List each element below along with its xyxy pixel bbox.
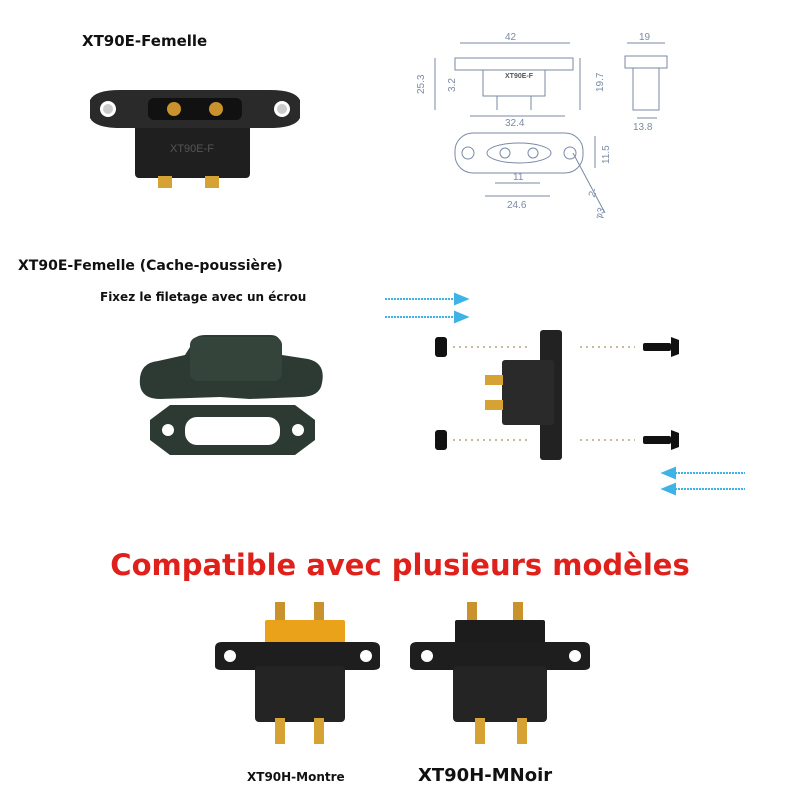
dim-height-total: 25.3 <box>416 74 427 94</box>
section1-title: XT90E-Femelle <box>82 32 208 50</box>
dim-side-width: 19 <box>639 32 651 43</box>
xt90e-female-photo: XT90E-F <box>90 90 300 188</box>
xt90h-montre-photo <box>215 602 380 744</box>
drawing-marking: XT90E-F <box>505 73 534 80</box>
dimension-drawing: 42 XT90E-F 25.3 3.2 19.7 19 13.8 32.4 11… <box>416 32 668 218</box>
dim-hole-spacing: 32.4 <box>505 118 525 129</box>
dim-hole-dia: φ3 <box>593 206 608 218</box>
dim-pin-pitch: 11 <box>513 172 524 183</box>
dim-hole-count: 2- <box>587 187 600 199</box>
dim-top-width: 42 <box>505 32 517 43</box>
section2-title: XT90E-Femelle (Cache-poussière) <box>18 258 283 274</box>
dust-cover-photo <box>139 335 323 455</box>
dim-body-height: 19.7 <box>595 72 606 92</box>
arrow-left-icon <box>660 466 745 496</box>
compatibility-banner: Compatible avec plusieurs modèles <box>110 548 690 582</box>
right-product-label: XT90H-MNoir <box>418 765 553 786</box>
left-product-label: XT90H-Montre <box>247 770 345 784</box>
dim-flange: 3.2 <box>447 78 458 92</box>
dim-side-base: 13.8 <box>633 122 653 133</box>
dim-height-side: 11.5 <box>601 145 612 164</box>
arrow-right-icon <box>385 292 470 324</box>
section2-subtitle: Fixez le filetage avec un écrou <box>100 290 307 304</box>
part-marking: XT90E-F <box>170 143 214 155</box>
dim-base-width: 24.6 <box>507 200 527 211</box>
xt90h-mnoir-photo <box>410 602 590 744</box>
assembly-exploded-view <box>385 292 745 496</box>
